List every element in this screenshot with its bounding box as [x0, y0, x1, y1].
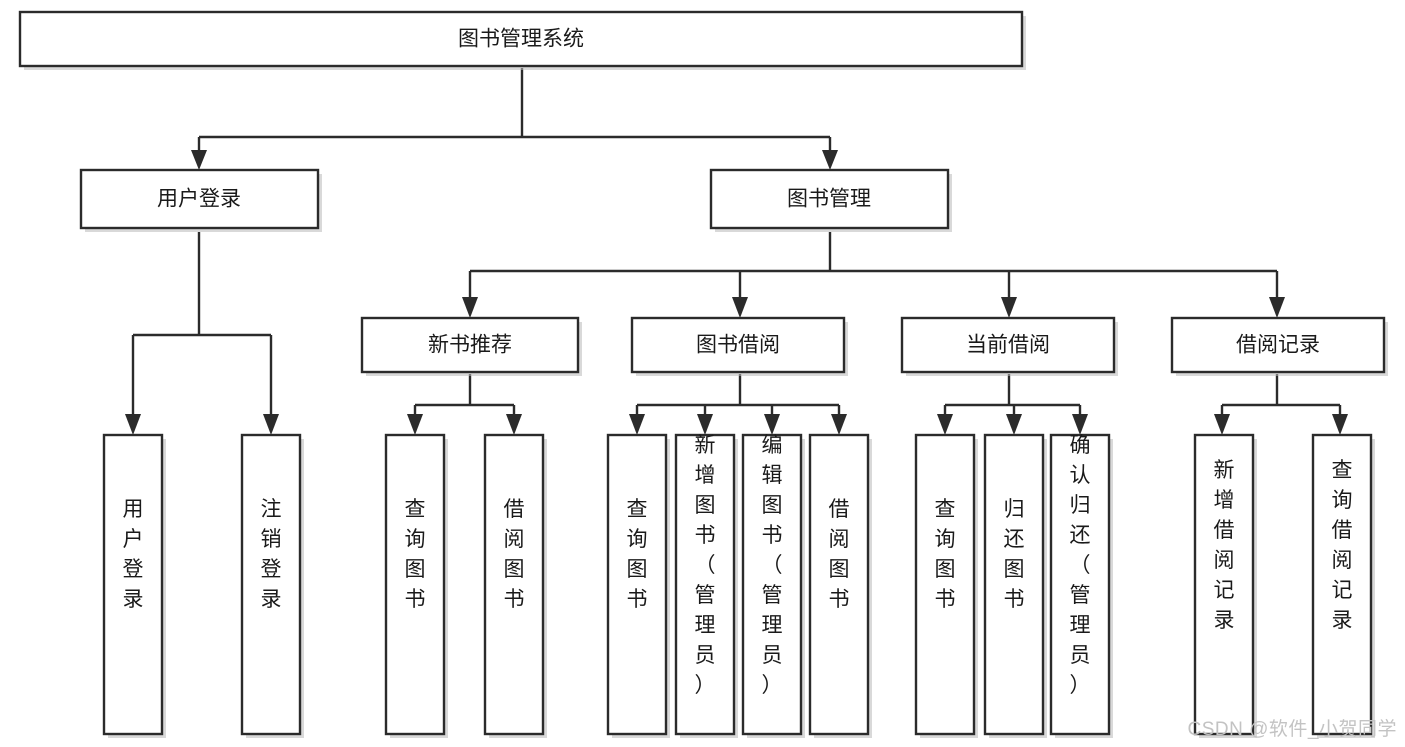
node-leaf-borrow-book-1-label: 借阅图书 [504, 498, 525, 611]
node-leaf-borrow-book-1[interactable]: 借阅图书 [483, 433, 547, 738]
node-book-borrow[interactable]: 图书借阅 [630, 316, 848, 376]
node-leaf-user-login[interactable]: 用户登录 [102, 433, 166, 738]
node-leaf-query-book-1[interactable]: 查询图书 [384, 433, 448, 738]
node-root[interactable]: 图书管理系统 [18, 10, 1026, 70]
node-root-label: 图书管理系统 [458, 28, 584, 51]
arrow-to-leaf-query-book-1 [407, 414, 423, 435]
arrow-to-leaf-borrow-book-2 [831, 414, 847, 435]
arrow-to-leaf-query-record [1332, 414, 1348, 435]
node-leaf-add-record[interactable]: 新增借阅记录 [1193, 433, 1257, 738]
node-leaf-query-book-2[interactable]: 查询图书 [606, 433, 670, 738]
node-leaf-query-book-3[interactable]: 查询图书 [914, 433, 978, 738]
node-leaf-return-book-label: 归还图书 [1004, 498, 1025, 611]
arrow-to-book-borrow [732, 297, 748, 318]
node-leaf-query-book-1-label: 查询图书 [405, 498, 426, 611]
node-book-management-label: 图书管理 [787, 188, 871, 211]
arrow-to-leaf-edit-book [764, 414, 780, 435]
arrow-to-leaf-borrow-book-1 [506, 414, 522, 435]
node-new-book-recommend-label: 新书推荐 [428, 334, 512, 357]
arrow-to-new-book-recommend [462, 297, 478, 318]
arrow-to-user-login [191, 150, 207, 170]
arrow-to-current-borrow [1001, 297, 1017, 318]
node-leaf-query-record[interactable]: 查询借阅记录 [1311, 433, 1375, 738]
node-leaf-edit-book-label: 编辑图书（管理员） [762, 434, 783, 697]
node-user-login-label: 用户登录 [157, 188, 241, 211]
node-leaf-add-book-label: 新增图书（管理员） [695, 434, 716, 697]
edge-layer [125, 68, 1348, 435]
node-leaf-user-login-label: 用户登录 [123, 498, 144, 611]
node-leaf-user-logout[interactable]: 注销登录 [240, 433, 304, 738]
node-borrow-record-label: 借阅记录 [1236, 334, 1320, 357]
node-book-management[interactable]: 图书管理 [709, 168, 952, 232]
node-book-borrow-label: 图书借阅 [696, 334, 780, 357]
node-leaf-query-book-2-label: 查询图书 [627, 498, 648, 611]
arrow-to-leaf-query-book-3 [937, 414, 953, 435]
arrow-to-book-management [822, 150, 838, 170]
node-borrow-record[interactable]: 借阅记录 [1170, 316, 1388, 376]
node-current-borrow-label: 当前借阅 [966, 334, 1050, 357]
node-leaf-query-book-3-label: 查询图书 [935, 498, 956, 611]
node-user-login[interactable]: 用户登录 [79, 168, 322, 232]
node-leaf-confirm-return-label: 确认归还（管理员） [1070, 434, 1091, 697]
node-leaf-query-record-label: 查询借阅记录 [1332, 459, 1353, 632]
node-leaf-return-book[interactable]: 归还图书 [983, 433, 1047, 738]
arrow-to-leaf-user-login [125, 414, 141, 435]
arrow-to-leaf-add-book [697, 414, 713, 435]
node-leaf-edit-book[interactable]: 编辑图书（管理员） [741, 433, 805, 738]
node-current-borrow[interactable]: 当前借阅 [900, 316, 1118, 376]
node-leaf-user-logout-label: 注销登录 [261, 498, 282, 611]
node-leaf-add-book[interactable]: 新增图书（管理员） [674, 433, 738, 738]
arrow-to-leaf-query-book-2 [629, 414, 645, 435]
arrow-to-leaf-return-book [1006, 414, 1022, 435]
arrow-to-borrow-record [1269, 297, 1285, 318]
node-leaf-add-record-label: 新增借阅记录 [1214, 459, 1235, 632]
node-leaf-borrow-book-2-label: 借阅图书 [829, 498, 850, 611]
node-leaf-borrow-book-2[interactable]: 借阅图书 [808, 433, 872, 738]
node-leaf-confirm-return[interactable]: 确认归还（管理员） [1049, 433, 1113, 738]
arrow-to-leaf-add-record [1214, 414, 1230, 435]
arrow-to-leaf-user-logout [263, 414, 279, 435]
arrow-to-leaf-confirm-return [1072, 414, 1088, 435]
node-new-book-recommend[interactable]: 新书推荐 [360, 316, 582, 376]
